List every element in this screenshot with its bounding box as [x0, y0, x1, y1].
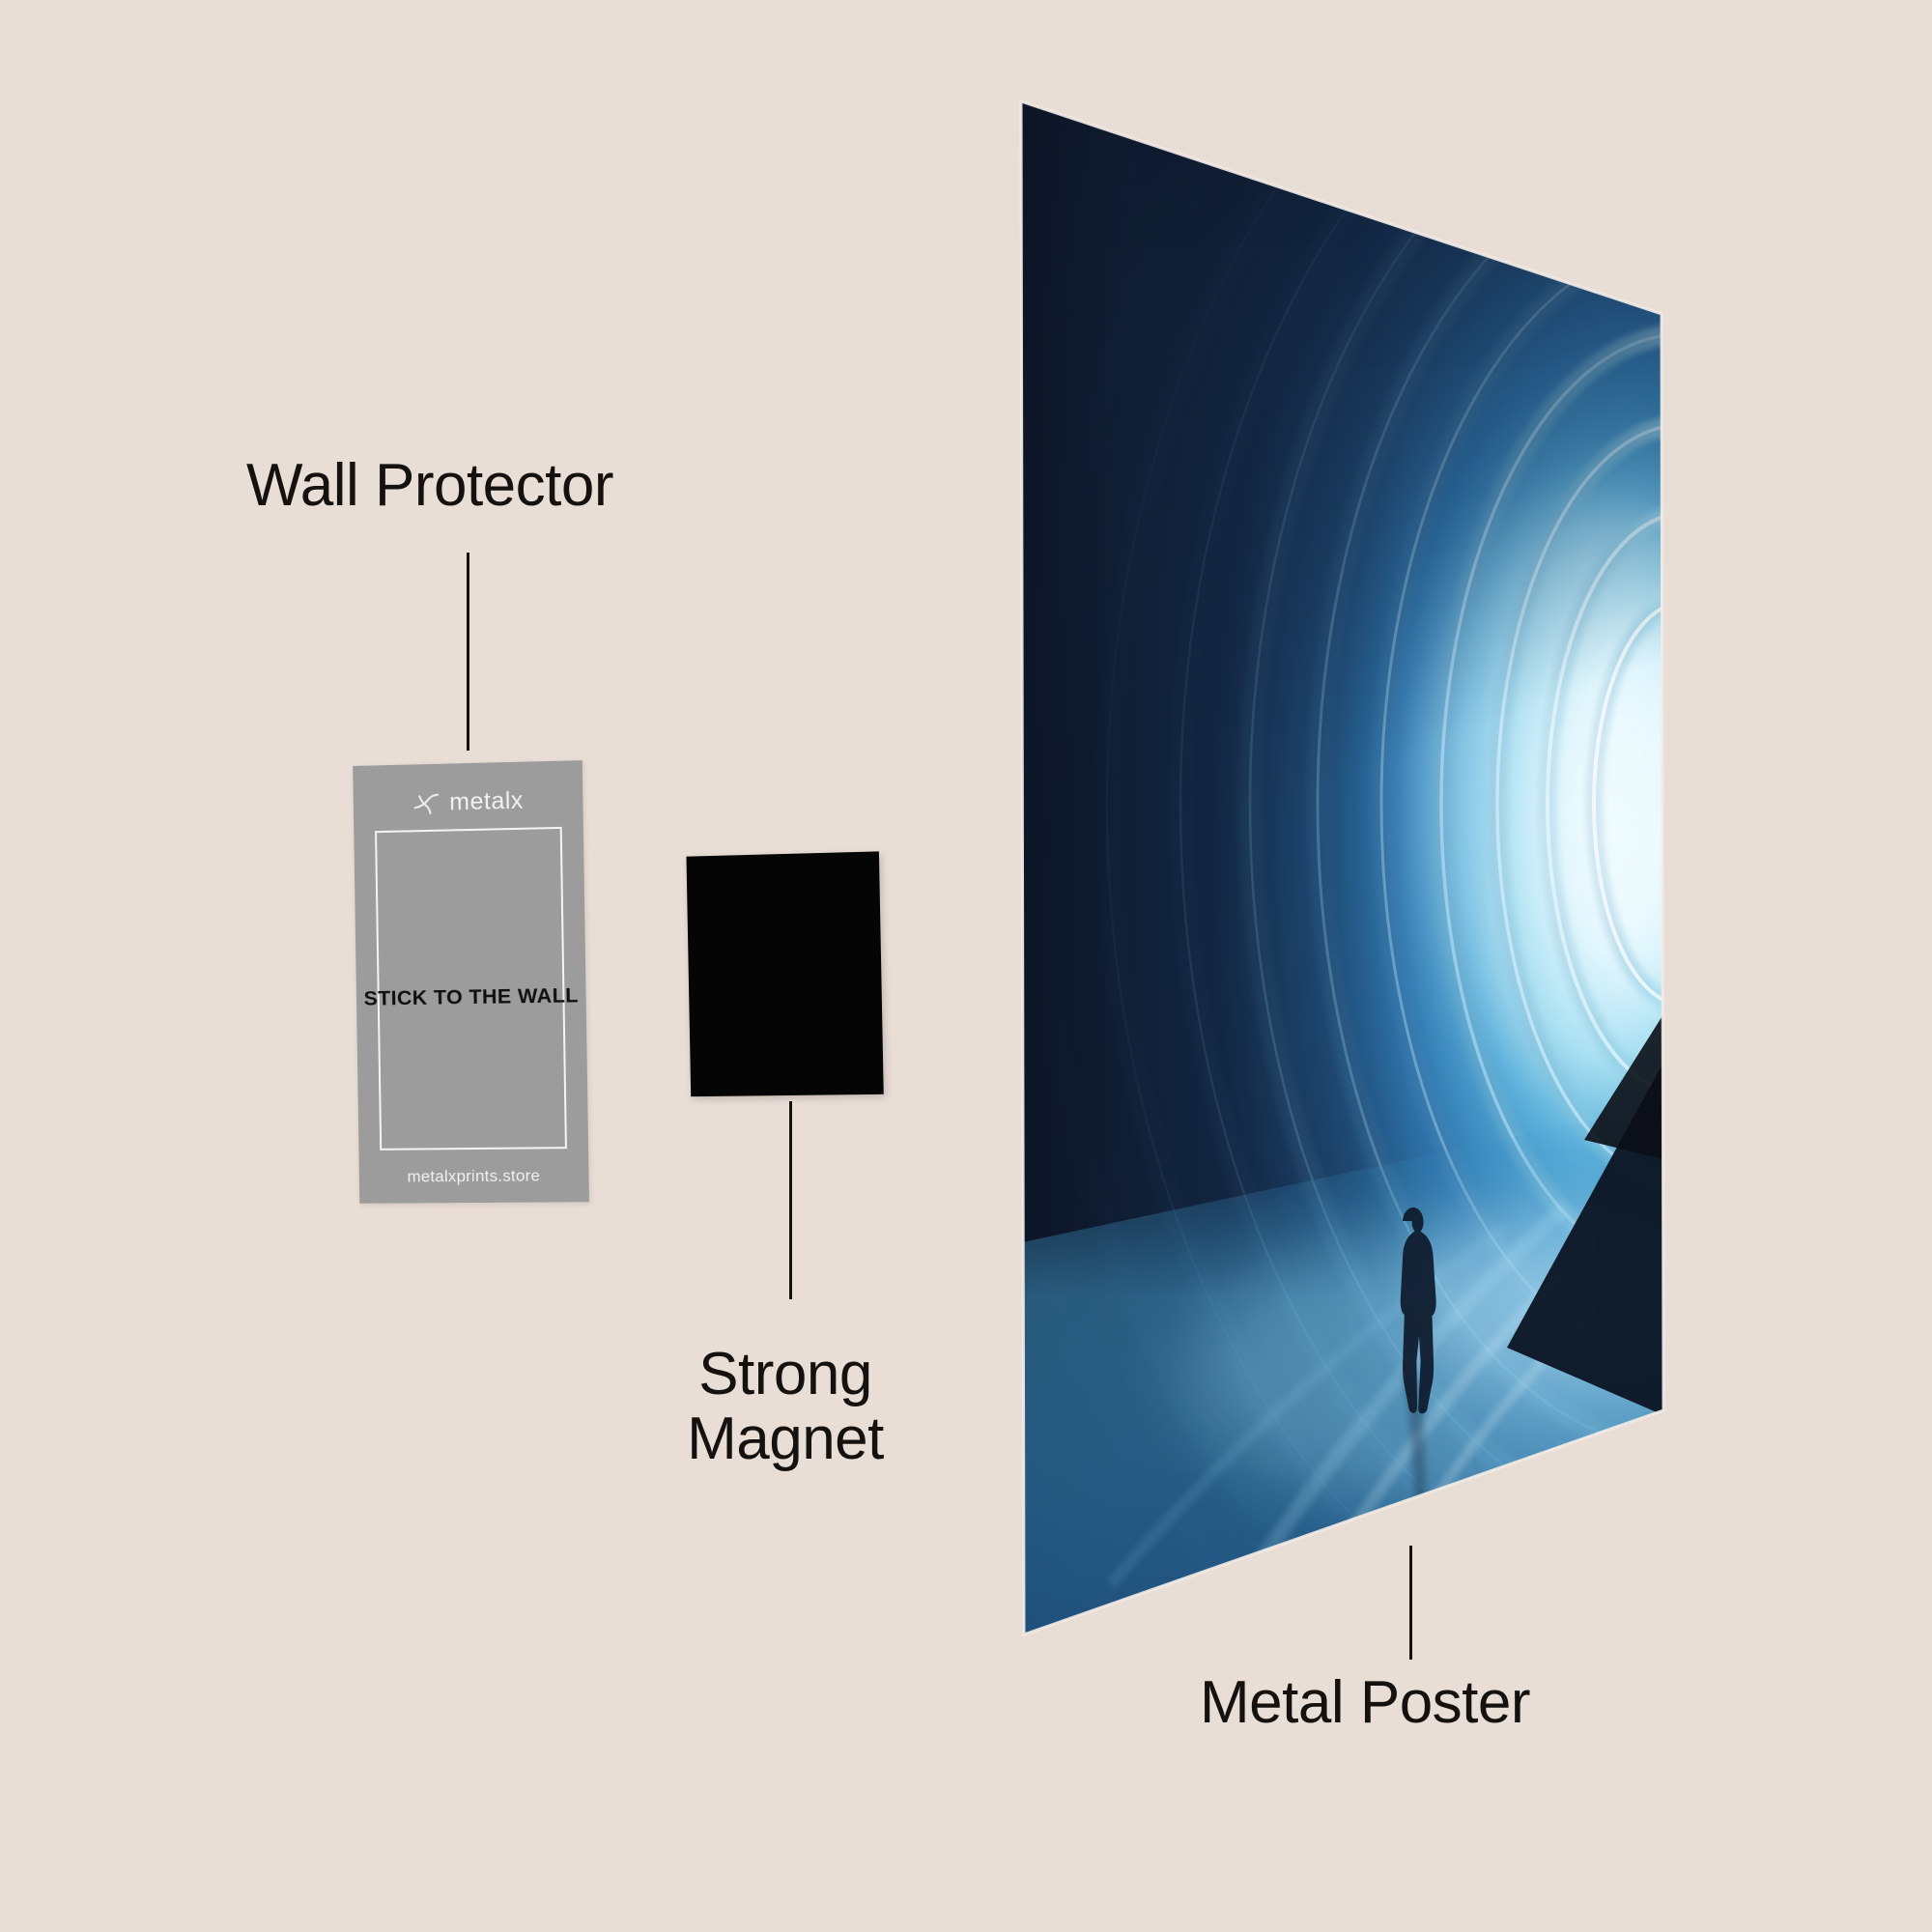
metalx-brand-text: metalx [449, 786, 525, 816]
wall-protector-url: metalxprints.store [407, 1166, 541, 1186]
label-metal-poster: Metal Poster [1200, 1669, 1531, 1736]
figure-silhouette [1400, 1208, 1436, 1414]
leader-line-metal-poster [1409, 1546, 1412, 1660]
leader-line-strong-magnet [789, 1101, 792, 1299]
label-wall-protector: Wall Protector [246, 452, 614, 519]
poster-edge [1019, 99, 1665, 1637]
metalx-logo: metalx [354, 785, 583, 819]
poster-artwork-group [1021, 101, 1663, 1634]
wall-protector-headline: STICK TO THE WALL [363, 983, 580, 1010]
label-strong-magnet: Strong Magnet [687, 1341, 884, 1472]
strong-magnet-tile [686, 851, 884, 1097]
leader-line-wall-protector [467, 553, 469, 751]
metalx-propeller-icon [412, 791, 440, 815]
wall-protector-card: metalx STICK TO THE WALL metalxprints.st… [353, 760, 589, 1204]
